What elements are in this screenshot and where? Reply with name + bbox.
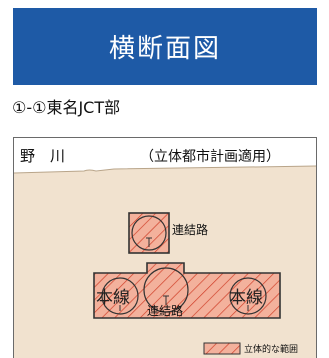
section-subtitle: ①-①東名JCT部 [12, 98, 121, 117]
legend-label: 立体的な範囲 [244, 345, 299, 355]
river-label: 野 川 [20, 147, 66, 165]
left-mainline-label: 本線 [96, 288, 130, 308]
lower-section-structure [93, 262, 281, 319]
lower-connector-label: 連結路 [147, 304, 184, 318]
left-tunnel-circle [101, 277, 139, 315]
ground-line [14, 165, 316, 174]
right-mainline-label: 本線 [229, 288, 263, 308]
right-tunnel-circle [229, 277, 267, 315]
cross-section-panel [13, 137, 317, 358]
center-tunnel-circle [143, 267, 189, 313]
cross-section-drawing [14, 165, 316, 358]
title-banner: 横断面図 [13, 8, 317, 85]
upper-connector-label: 連結路 [172, 223, 209, 237]
page-title: 横断面図 [108, 34, 221, 64]
legend-swatch [203, 342, 241, 355]
upper-tunnel-circle [131, 215, 167, 251]
upper-connector-box [128, 212, 170, 254]
note-label: （立体都市計画適用） [140, 149, 280, 165]
soil-ground [14, 166, 316, 358]
